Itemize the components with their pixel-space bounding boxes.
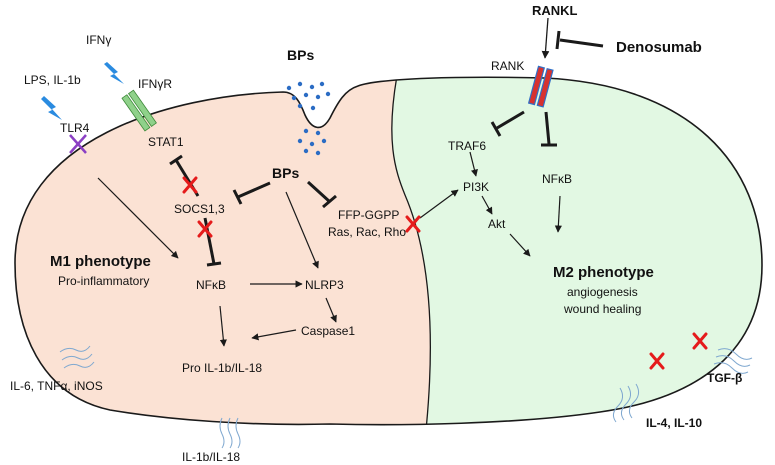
rankl-arrow [541,17,550,59]
m2-region [391,77,762,425]
secretion-wave-icon [59,345,95,369]
stat1-node: STAT1 [148,135,184,149]
bps-inside-node: BPs [272,165,300,181]
ffp-node: FFP-GGPP [338,208,400,222]
traf6-node: TRAF6 [448,139,487,153]
m1-cytokines-label: IL-6, TNFα, iNOS [10,379,103,393]
pro-il-node: Pro IL-1b/IL-18 [182,361,263,375]
tgfb-label: TGF-β [707,371,743,385]
nfkb-node: NFκB [196,278,226,292]
nfkb-to-m2-arrow [554,195,562,233]
m2-line1: angiogenesis [567,285,638,299]
lightning-bolt-icon [41,96,62,120]
tlr4-label: TLR4 [60,121,90,135]
lightning-bolt-icon [104,62,124,84]
pi3k-to-akt-arrow [481,195,493,215]
rank-receptor-icon [527,65,554,108]
akt-node: Akt [488,217,506,231]
nlrp3-to-caspase-arrow [325,297,337,323]
blocked-x-icon [197,220,213,238]
ifng-label: IFNγ [86,33,112,47]
m1-il1b-label: IL-1b/IL-18 [182,450,241,464]
tlr4-to-nfkb-arrow [97,177,179,259]
ifngr-label: IFNγR [138,77,172,91]
rank-label: RANK [491,59,525,73]
pi3k-node: PI3K [463,180,490,194]
m1-title: M1 phenotype [50,253,151,270]
bps-outside-label: BPs [287,47,315,63]
akt-to-m2-arrow [509,233,531,257]
ras-to-pi3k-arrow [419,189,459,219]
blocked-x-icon [405,215,421,233]
secretion-wave-icon [713,348,753,374]
denosumab-label: Denosumab [616,39,702,56]
rankl-label: RANKL [532,3,578,18]
caspase-node: Caspase1 [301,324,356,338]
bps-to-nlrp3-arrow [285,191,319,269]
il4-label: IL-4, IL-10 [646,416,703,430]
ifngr-receptor-icon [121,89,157,132]
m2-title: M2 phenotype [553,264,654,281]
lps-label: LPS, IL-1b [24,73,81,87]
m2-nfkb-node: NFκB [542,172,572,186]
m1-subtitle: Pro-inflammatory [58,274,150,288]
caspase-to-proil-arrow [251,329,297,341]
nfkb-to-proil-arrow [219,305,227,347]
secretion-wave-icon [612,383,640,423]
m2-line2: wound healing [564,302,642,316]
ras-node: Ras, Rac, Rho [328,225,407,239]
socs-node: SOCS1,3 [174,202,225,216]
phenotype-divider [391,77,431,425]
m2-inhibition-bars [490,110,557,147]
tlr4-receptor-icon [69,134,87,154]
traf6-to-pi3k-arrow [469,151,478,177]
secretion-wave-icon [219,417,241,449]
blocked-x-icon [692,332,708,350]
blocked-x-icon [182,176,198,194]
bps-dots-icon [286,81,331,156]
blocked-x-icon [649,352,665,370]
nlrp3-node: NLRP3 [305,278,344,292]
denosumab-inhibit [559,38,604,48]
